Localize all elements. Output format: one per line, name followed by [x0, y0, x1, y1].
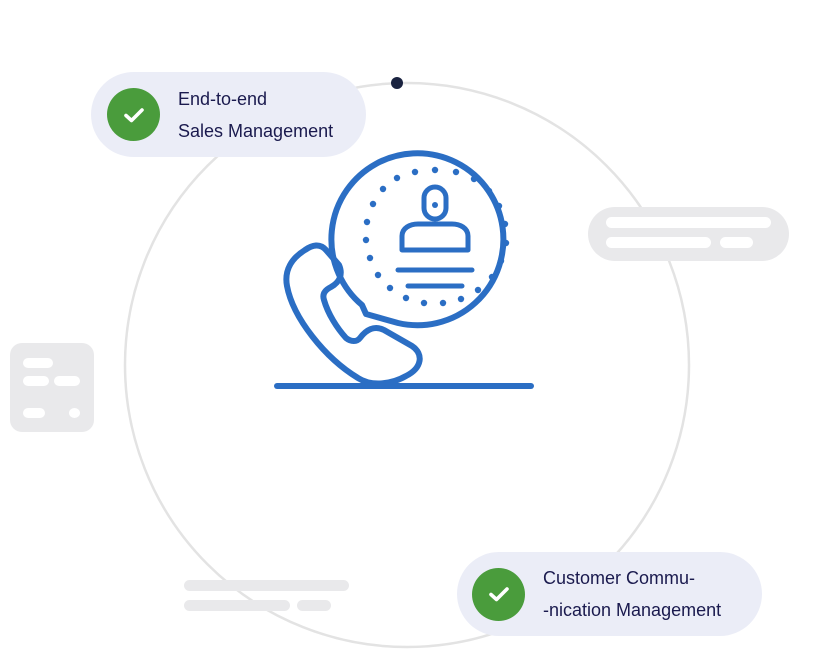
badge-line-2: -nication Management	[543, 600, 722, 620]
placeholder-bar	[23, 358, 53, 368]
badge-line-1: End-to-end	[178, 88, 268, 109]
badge-line-2: Sales Management	[178, 120, 334, 141]
placeholder-bar	[23, 408, 45, 418]
feature-badge-label: Customer Commu- -nication Management	[543, 562, 721, 626]
feature-badge-communication: Customer Commu- -nication Management	[457, 552, 762, 636]
feature-badge-label: End-to-end Sales Management	[178, 83, 333, 147]
check-icon	[472, 567, 525, 621]
placeholder-bar	[606, 217, 771, 228]
check-icon	[107, 88, 160, 141]
placeholder-card-left	[10, 343, 94, 432]
placeholder-card-right	[588, 207, 789, 261]
placeholder-line	[297, 600, 331, 611]
dotted-ring	[362, 166, 510, 307]
feature-badge-sales: End-to-end Sales Management	[91, 72, 366, 157]
placeholder-bar	[606, 237, 711, 248]
placeholder-line	[184, 600, 290, 611]
placeholder-line	[184, 580, 349, 591]
placeholder-bar	[720, 237, 753, 248]
placeholder-bar	[69, 408, 80, 418]
placeholder-bar	[54, 376, 80, 386]
user-figure	[395, 184, 475, 289]
orbit-dot	[391, 77, 403, 89]
badge-line-1: Customer Commu-	[543, 568, 696, 588]
placeholder-bar	[23, 376, 49, 386]
